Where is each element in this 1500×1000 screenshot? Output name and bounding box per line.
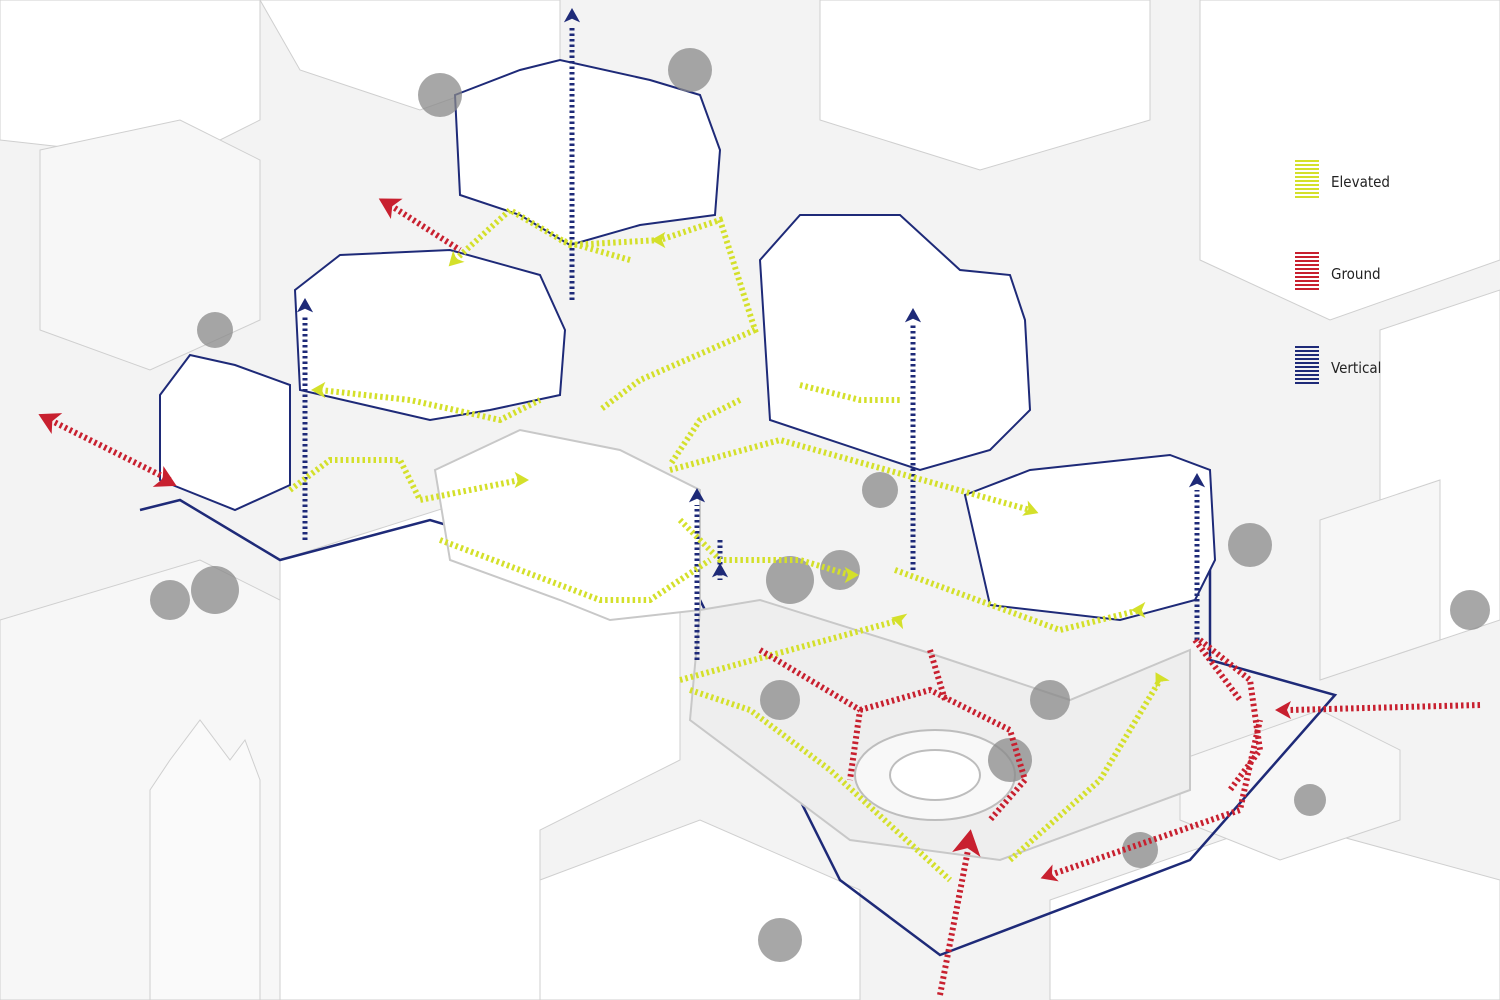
tree-icon [1122, 832, 1158, 868]
context-block [1199, 0, 1500, 321]
elevated-path [677, 517, 851, 578]
elevated-arrow-head-icon [448, 250, 465, 267]
elevated-path [288, 457, 521, 504]
legend-label-vertical: Vertical [1331, 359, 1382, 377]
legend-label-elevated: Elevated [1331, 173, 1390, 191]
site-boundary [139, 498, 1338, 957]
tree-icon [1030, 680, 1070, 720]
elevated-path [452, 206, 759, 413]
elevated-path [559, 237, 631, 263]
elevated-arrow-head-icon [651, 231, 666, 249]
ground-path [937, 849, 971, 996]
building-east-block [758, 214, 1032, 472]
ground-arrow-head-icon [378, 198, 403, 220]
elevated-path [319, 387, 542, 424]
ground-arrow-head-icon [152, 466, 177, 487]
striped-navy-swatch-icon [1295, 346, 1319, 386]
vertical-arrow-head-icon [688, 488, 706, 503]
vertical-arrow-head-icon [1188, 473, 1206, 488]
elevated-path [669, 436, 1031, 513]
tree-icon [1294, 784, 1326, 816]
ground-path [1049, 719, 1263, 878]
ground-arrow-head-icon [952, 829, 981, 857]
tree-icon [191, 566, 239, 614]
building-historic-house [159, 353, 291, 512]
elevated-path [799, 382, 900, 403]
context-block [539, 819, 861, 1000]
ground-path [48, 417, 172, 483]
tree-icon [668, 48, 712, 92]
vertical-arrow-head-icon [563, 8, 581, 23]
context-church [149, 719, 261, 1000]
tree-icon [760, 680, 800, 720]
vertical-arrow-head-icon [296, 298, 314, 313]
striped-yellow-swatch-icon [1295, 160, 1319, 200]
context-block [39, 119, 261, 371]
ground-arrow-head-icon [38, 413, 63, 434]
context-block [1319, 479, 1441, 681]
tree-icon [862, 472, 898, 508]
ground-arrow-head-icon [1040, 864, 1059, 882]
context-block [819, 0, 1151, 171]
tree-icon [150, 580, 190, 620]
elevated-arrow-head-icon [514, 471, 529, 489]
ground-arrow-head-icon [1275, 701, 1291, 719]
building-west-block [293, 248, 567, 422]
vertical-arrow-head-icon [904, 308, 922, 323]
elevated-path [1008, 678, 1163, 863]
vertical-arrow-head-icon [711, 563, 729, 578]
tree-icon [1228, 523, 1272, 567]
tree-icon [766, 556, 814, 604]
ground-path [859, 686, 1029, 822]
tree-icon [1450, 590, 1490, 630]
project-buildings [159, 58, 1217, 862]
elevated-arrow-head-icon [844, 566, 859, 584]
elevated-arrow-head-icon [1155, 672, 1170, 689]
tree-icon [197, 312, 233, 348]
building-southeast-block [963, 453, 1217, 622]
tree-icon [418, 73, 462, 117]
amphitheater-inner [889, 749, 981, 801]
elevated-path [667, 397, 742, 467]
legend-label-ground: Ground [1331, 265, 1381, 283]
circulation-paths [38, 8, 1481, 996]
trees [150, 48, 1490, 962]
ground-path [1192, 638, 1243, 702]
elevated-arrow-head-icon [1022, 500, 1039, 516]
striped-red-swatch-icon [1295, 252, 1319, 292]
elevated-arrow-head-icon [311, 381, 326, 399]
context-block [1179, 709, 1401, 861]
elevated-arrow-head-icon [891, 613, 908, 630]
ground-path [388, 202, 462, 253]
ground-path [1289, 702, 1481, 713]
tree-icon [758, 918, 802, 962]
elevated-arrow-head-icon [1131, 601, 1146, 619]
ground-path [1198, 637, 1264, 792]
